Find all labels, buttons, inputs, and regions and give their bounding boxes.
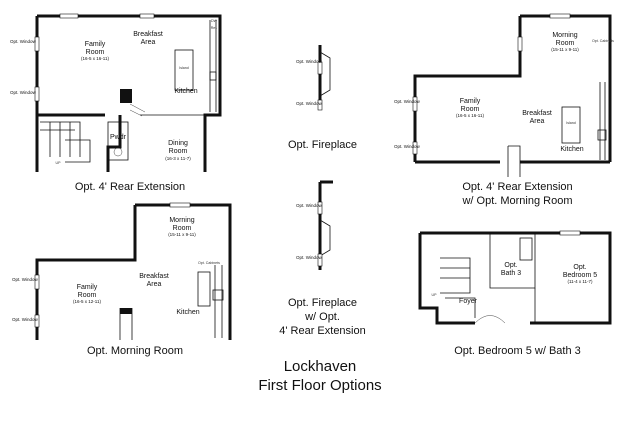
caption-fireplace-ext-line3: 4' Rear Extension (279, 325, 366, 337)
morning-room-dimensions: (15-11 x 9-11) (551, 47, 579, 52)
ref-label: Ref. (210, 26, 218, 30)
opt-window-label: Opt. Window (12, 317, 38, 322)
floorplan-drawing (418, 230, 612, 325)
page-title-line2: First Floor Options (258, 377, 382, 394)
kitchen-label: Kitchen (174, 88, 198, 95)
caption-rear-extension-morning-line1: Opt. 4' Rear Extension (462, 181, 573, 193)
family-room-dimensions: (16-5 x 16-11) (456, 113, 484, 118)
floorplan-drawing (34, 202, 232, 340)
opt-window-label: Opt. Window (394, 99, 420, 104)
kitchen-label: Kitchen (560, 146, 584, 153)
breakfast-area-label: Breakfast (133, 31, 163, 38)
opt-window-label: Opt. Window (296, 59, 322, 64)
plan-morning-room: Morning Room (15-11 x 9-11) Opt. Cabinet… (12, 200, 240, 345)
caption-fireplace-ext-line1: Opt. Fireplace (287, 297, 358, 309)
opt-cabinets-label: Opt. Cabinets (592, 39, 614, 43)
dw-label: DW (211, 19, 217, 23)
island-label: Island (179, 66, 189, 70)
stairs-up-label: UP (55, 161, 61, 165)
kitchen-label: Kitchen (176, 309, 200, 316)
breakfast-area-label: Area (529, 118, 545, 125)
caption-rear-extension: Opt. 4' Rear Extension (74, 181, 186, 193)
plan-rear-extension: Opt. Window Opt. Window Family Room (16-… (10, 12, 230, 182)
opt-window-label: Opt. Window (394, 144, 420, 149)
breakfast-area-label: Area (140, 39, 156, 46)
breakfast-area-label: Breakfast (139, 273, 169, 280)
island-label: Island (566, 121, 576, 125)
caption-morning-room: Opt. Morning Room (87, 345, 183, 357)
foyer-label: Foyer (459, 298, 477, 305)
page-title-line1: Lockhaven (283, 358, 357, 375)
caption-bedroom5: Opt. Bedroom 5 w/ Bath 3 (454, 345, 581, 357)
family-room-dimensions: (16-5 x 16-11) (81, 56, 109, 61)
opt-bath3-label: Bath 3 (500, 270, 522, 277)
opt-bath3-label: Opt. (504, 262, 518, 269)
family-room-label: Room (460, 106, 480, 113)
morning-room-dimensions: (15-11 x 9-11) (168, 232, 196, 237)
stairs-up-label: UP (431, 293, 437, 297)
family-room-label: Room (77, 292, 97, 299)
opt-bedroom5-label: Opt. (573, 264, 587, 271)
opt-window-label: Opt. Window (10, 39, 36, 44)
morning-room-label: Room (172, 225, 192, 232)
family-room-label: Family (84, 41, 106, 48)
opt-bedroom5-label: Bedroom 5 (562, 272, 598, 279)
family-room-label: Family (459, 98, 481, 105)
floorplan-drawing (34, 13, 222, 172)
family-room-label: Room (85, 49, 105, 56)
opt-cabinets-label: Opt. Cabinets (198, 261, 220, 265)
plan-rear-extension-morning-room: Morning Room (15-11 x 9-11) Opt. Cabinet… (394, 12, 615, 177)
fireplace-drawing (317, 180, 333, 270)
morning-room-label: Morning (552, 32, 578, 39)
powder-room-label: Pwdr (110, 134, 126, 141)
plan-fireplace-rear-extension: Opt. Window Opt. Window (296, 180, 350, 280)
family-room-label: Family (76, 284, 98, 291)
breakfast-area-label: Area (146, 281, 162, 288)
fireplace-drawing (317, 45, 331, 111)
caption-fireplace-ext-line2: w/ Opt. (305, 311, 340, 323)
opt-window-label: Opt. Window (296, 203, 322, 208)
dining-room-label: Room (168, 148, 188, 155)
caption-rear-extension-morning-line2: w/ Opt. Morning Room (462, 195, 573, 207)
bedroom5-dimensions: (11-4 x 11-7) (567, 279, 593, 284)
opt-window-label: Opt. Window (296, 101, 322, 106)
plan-bedroom5-bath3: Opt. Bath 3 Opt. Bedroom 5 (11-4 x 11-7)… (415, 228, 615, 333)
dining-room-label: Dining (168, 140, 188, 147)
breakfast-area-label: Breakfast (522, 110, 552, 117)
opt-window-label: Opt. Window (296, 255, 322, 260)
floorplan-drawing (412, 13, 612, 177)
morning-room-label: Room (555, 40, 575, 47)
opt-window-label: Opt. Window (12, 277, 38, 282)
opt-window-label: Opt. Window (10, 90, 36, 95)
caption-fireplace: Opt. Fireplace (287, 139, 358, 151)
morning-room-label: Morning (169, 217, 195, 224)
plan-fireplace: Opt. Window Opt. Window (296, 40, 350, 130)
dining-room-dimensions: (16-3 x 11-7) (165, 156, 191, 161)
family-room-dimensions: (16-5 x 12-11) (73, 299, 101, 304)
